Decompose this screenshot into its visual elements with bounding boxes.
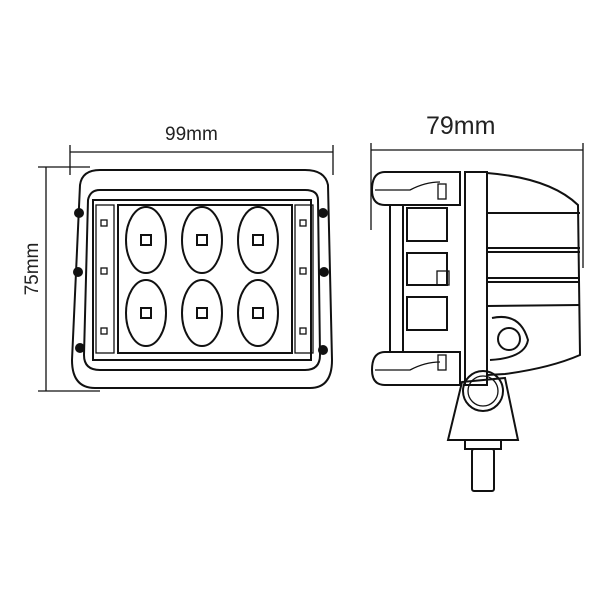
side-depth-dimension — [370, 143, 584, 268]
side-depth-label: 79mm — [426, 112, 496, 140]
screws — [73, 208, 329, 355]
side-view — [370, 171, 582, 492]
mount-bracket — [446, 376, 520, 441]
mount-bolt — [471, 448, 495, 492]
front-view — [70, 169, 334, 389]
adjust-knob-icon — [497, 327, 521, 351]
front-width-label: 99mm — [165, 124, 218, 145]
front-width-dimension — [69, 145, 334, 175]
front-height-label: 75mm — [22, 242, 43, 296]
front-height-dimension — [38, 166, 100, 392]
side-marker-squares — [100, 219, 307, 335]
led-reflectors — [125, 206, 279, 347]
